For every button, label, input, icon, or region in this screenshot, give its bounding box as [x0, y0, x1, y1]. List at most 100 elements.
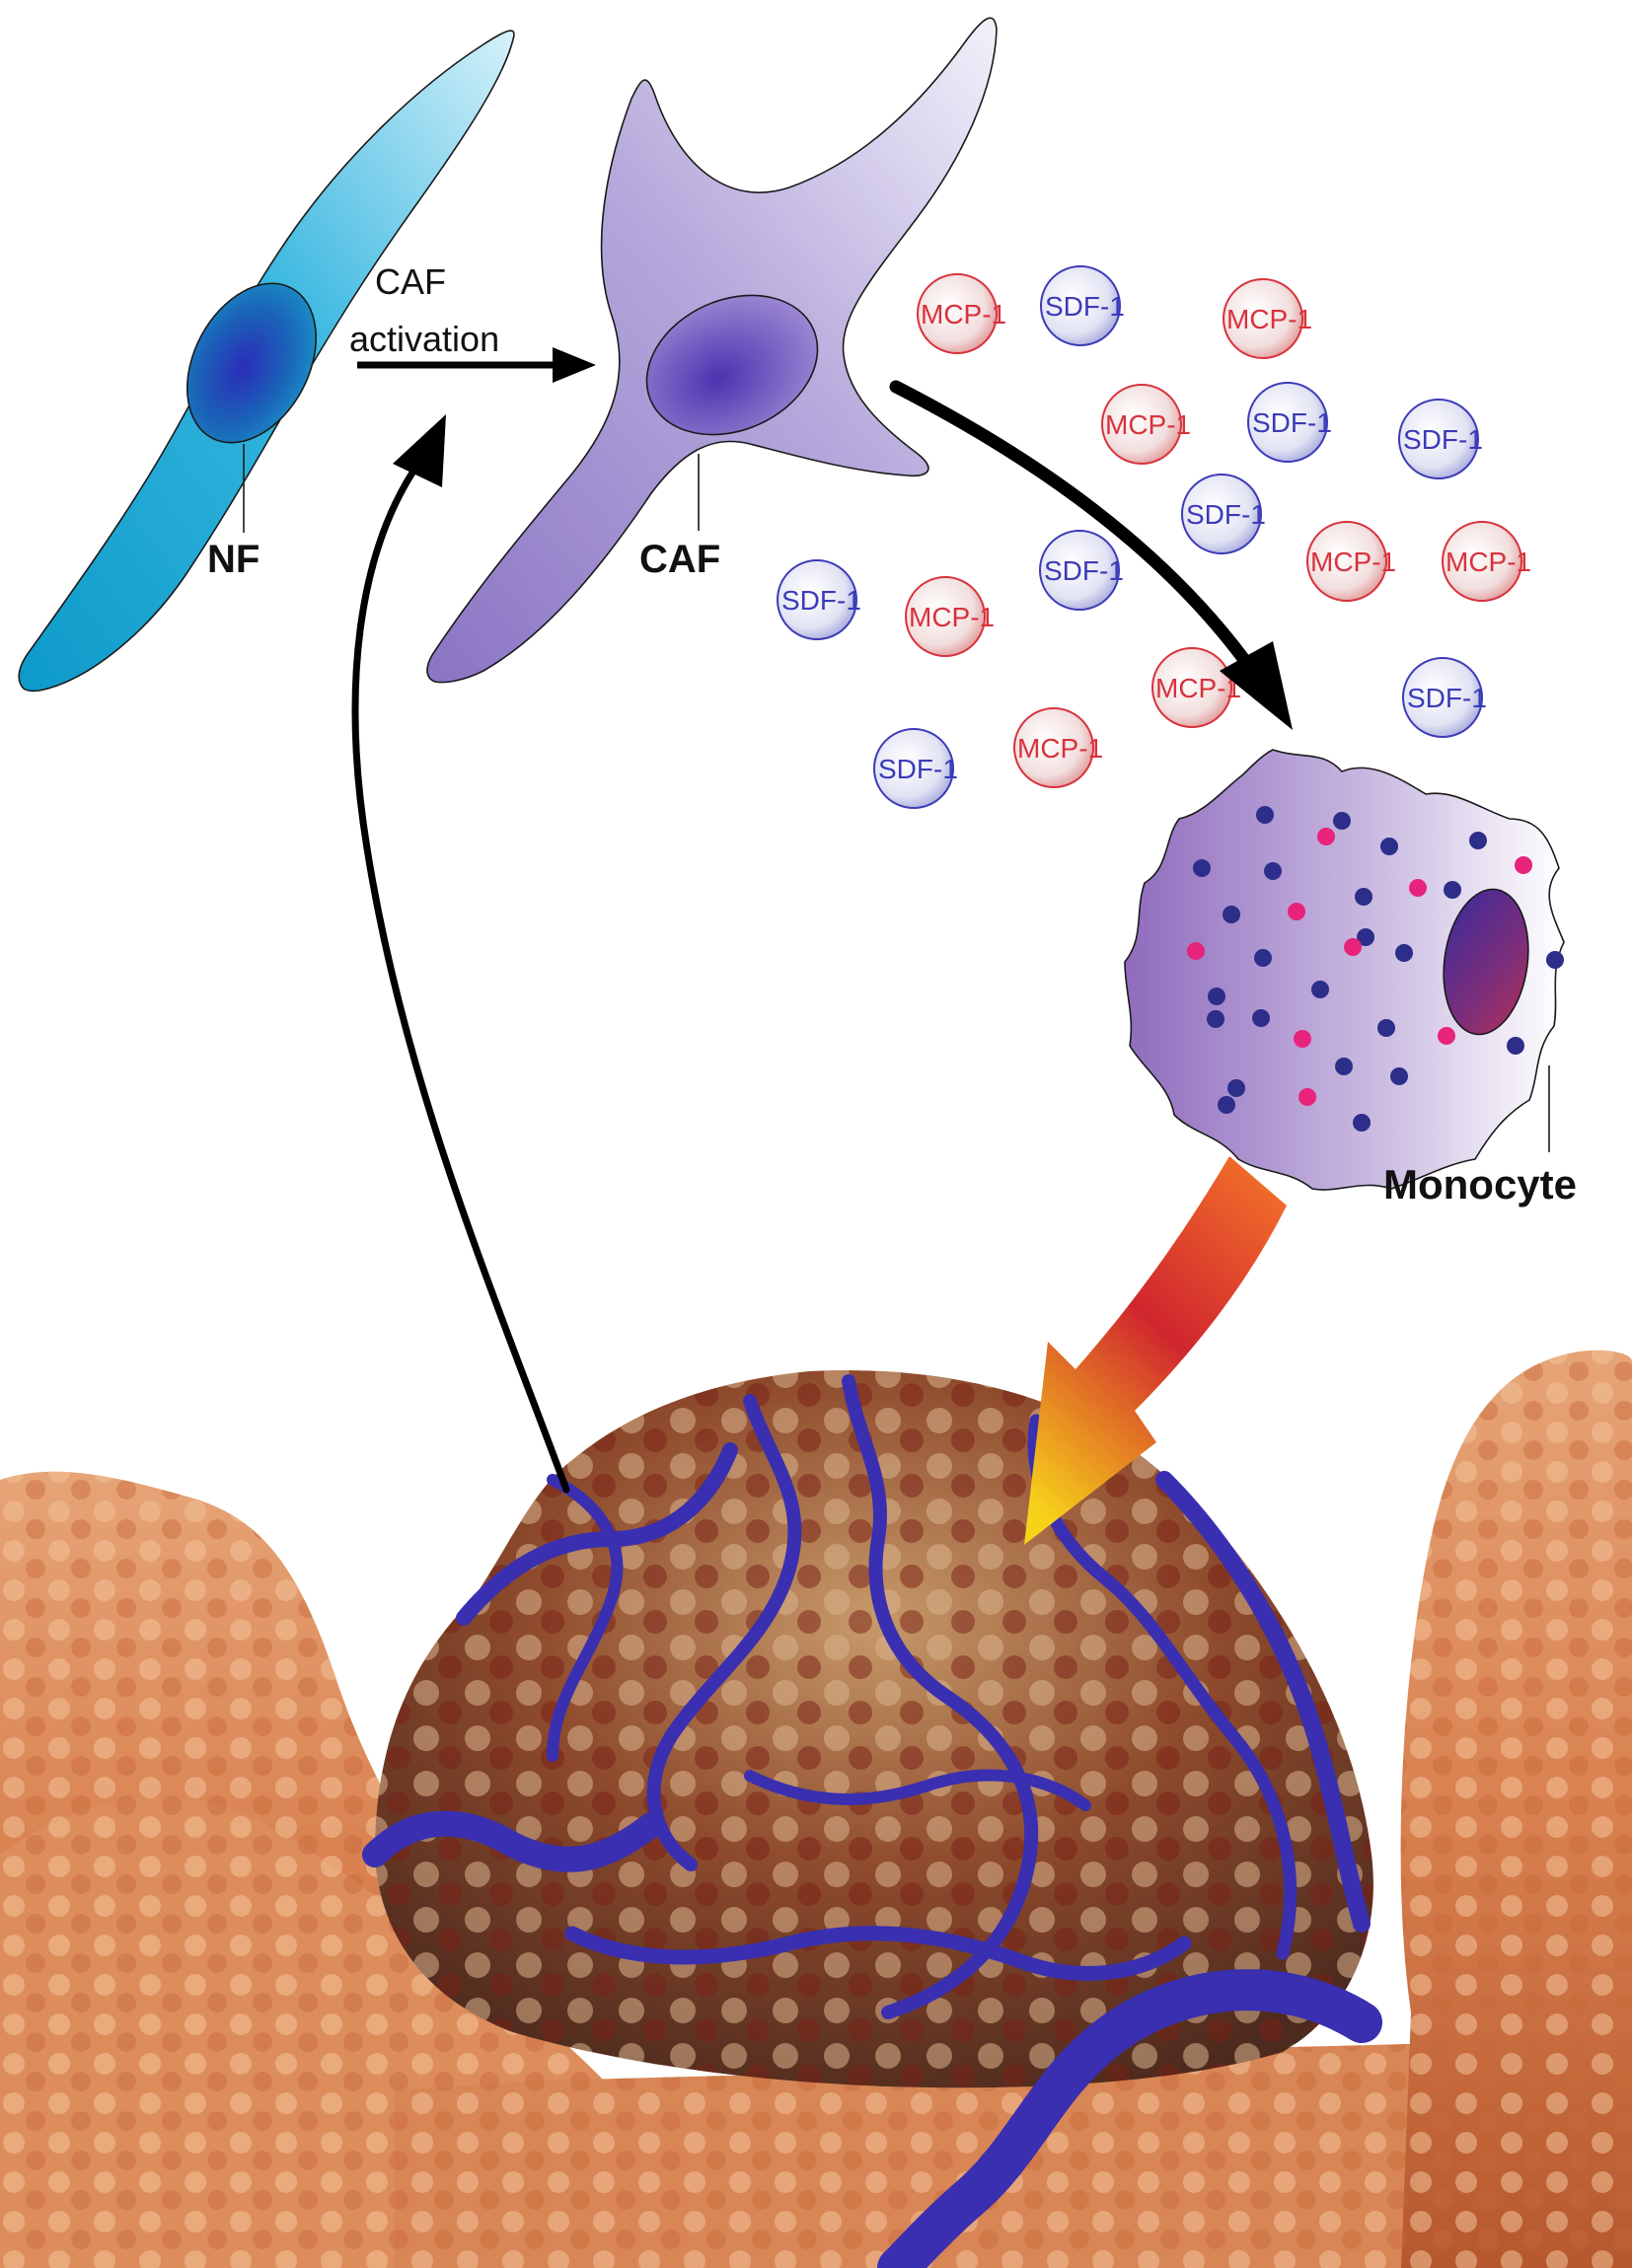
granule-blue: [1335, 1058, 1353, 1075]
caf-activation-arrow-head: [553, 347, 596, 383]
cytokine-sdf-1: SDF-1: [1402, 657, 1487, 738]
caf-nucleus: [645, 294, 819, 436]
granule-blue: [1264, 862, 1282, 880]
granule-pink: [1187, 942, 1205, 960]
cytokines: MCP-1 SDF-1 MCP-1 MCP-1 SDF-1 SDF-1: [777, 265, 1531, 809]
cytokine-mcp-1: MCP-1: [1013, 707, 1103, 788]
granule-blue: [1333, 812, 1351, 830]
cytokine-bead: [1181, 474, 1262, 554]
cytokine-sdf-1: SDF-1: [1247, 382, 1332, 463]
caf-to-monocyte-arrow: [889, 380, 1293, 730]
granule-blue: [1395, 944, 1413, 962]
caf-activation-label-line1: CAF: [375, 261, 446, 302]
vessel-base-left: [362, 1810, 664, 1872]
cytokine-bead: [1247, 382, 1328, 463]
vessel-branch-4: [547, 1474, 624, 1762]
caf-to-monocyte-arrow-shaft: [889, 380, 1252, 668]
granule-blue: [1208, 988, 1225, 1005]
cytokine-bead: [1101, 384, 1182, 465]
cytokine-bead: [1402, 657, 1483, 738]
granule-pink: [1317, 828, 1335, 845]
granule-blue: [1207, 1010, 1224, 1028]
granule-pink: [1288, 903, 1305, 920]
nf-nucleus: [185, 282, 318, 444]
cytokine-sdf-1: SDF-1: [1040, 265, 1125, 346]
monocyte-nucleus: [1443, 888, 1529, 1036]
cytokine-bead: [1040, 265, 1121, 346]
granule-blue: [1507, 1037, 1524, 1055]
cytokine-label: SDF-1: [1407, 683, 1487, 713]
cytokine-mcp-1: MCP-1: [1306, 521, 1396, 602]
cytokine-label: SDF-1: [1186, 499, 1266, 530]
caf-label: CAF: [639, 538, 720, 581]
cytokine-mcp-1: MCP-1: [1442, 521, 1531, 602]
cytokine-sdf-1: SDF-1: [873, 728, 958, 809]
granule-blue: [1357, 928, 1374, 946]
cytokine-bead: [777, 559, 857, 640]
cytokine-label: MCP-1: [1017, 733, 1103, 764]
granule-blue: [1546, 951, 1564, 969]
cytokine-label: MCP-1: [921, 299, 1006, 329]
cytokine-label: SDF-1: [1045, 291, 1125, 322]
tissue-right-column-texture: [1400, 1350, 1632, 2268]
cytokine-mcp-1: MCP-1: [905, 576, 995, 657]
granule-pink: [1438, 1027, 1455, 1045]
cytokine-label: MCP-1: [1310, 547, 1396, 577]
granule-pink: [1344, 938, 1362, 956]
cytokine-label: MCP-1: [909, 602, 995, 632]
granule-blue: [1254, 949, 1272, 967]
granule-blue: [1377, 1019, 1395, 1037]
tumor-texture: [375, 1370, 1373, 2088]
monocyte-granules: [1187, 806, 1564, 1132]
tumor-to-nf-arrow-head: [393, 414, 446, 487]
tumor-to-nf-arrow-shaft: [351, 460, 570, 1494]
caf-to-monocyte-arrow-head: [1220, 641, 1293, 730]
granule-blue: [1355, 888, 1372, 906]
cytokine-bead: [1151, 647, 1232, 728]
nf-label: NF: [207, 538, 260, 581]
granule-blue: [1380, 838, 1398, 855]
vessel-branch-2: [842, 1374, 1039, 2019]
cytokine-bead: [917, 273, 998, 354]
monocyte-to-tumor-arrow: [1024, 1156, 1287, 1545]
cytokine-bead: [873, 728, 954, 809]
cytokine-label: MCP-1: [1155, 673, 1241, 703]
vessel-right-edge: [1155, 1471, 1371, 1933]
cytokine-label: SDF-1: [878, 754, 958, 784]
cytokine-mcp-1: MCP-1: [917, 273, 1006, 354]
cytokine-bead: [1223, 278, 1303, 359]
cytokine-bead: [1442, 521, 1522, 602]
granule-blue: [1390, 1067, 1408, 1085]
vessel-main-trunk: [877, 1969, 1382, 2268]
granule-pink: [1409, 879, 1427, 897]
cytokine-bead: [1039, 530, 1120, 611]
cytokine-label: SDF-1: [1252, 407, 1332, 438]
cytokine-label: SDF-1: [781, 585, 861, 616]
cytokine-mcp-1: MCP-1: [1101, 384, 1191, 465]
cytokine-bead: [1398, 399, 1479, 479]
granule-blue: [1252, 1009, 1270, 1027]
cytokine-sdf-1: SDF-1: [1039, 530, 1124, 611]
nf-cell: NF: [18, 30, 515, 693]
granule-blue: [1444, 881, 1461, 899]
cytokine-mcp-1: MCP-1: [1151, 647, 1241, 728]
vessel-loop-lower: [564, 1926, 1192, 1981]
tumor: [375, 1370, 1373, 2088]
granule-pink: [1294, 1030, 1311, 1048]
vessel-cross: [744, 1769, 1091, 1811]
tumor-to-nf-arrow: [351, 414, 570, 1494]
granule-blue: [1223, 906, 1240, 923]
cytokine-label: MCP-1: [1446, 547, 1531, 577]
blood-vessels: [362, 1374, 1382, 2268]
cytokine-label: MCP-1: [1226, 304, 1312, 334]
vessel-branch-1: [646, 1394, 802, 1871]
caf-activation-arrow: CAF activation: [349, 261, 596, 383]
caf-cell: CAF: [426, 17, 998, 684]
cytokine-sdf-1: SDF-1: [1181, 474, 1266, 554]
cytokine-mcp-1: MCP-1: [1223, 278, 1312, 359]
cytokine-label: SDF-1: [1044, 555, 1124, 586]
granule-pink: [1298, 1088, 1316, 1106]
caf-activation-label-line2: activation: [349, 319, 499, 359]
granule-blue: [1193, 859, 1211, 877]
